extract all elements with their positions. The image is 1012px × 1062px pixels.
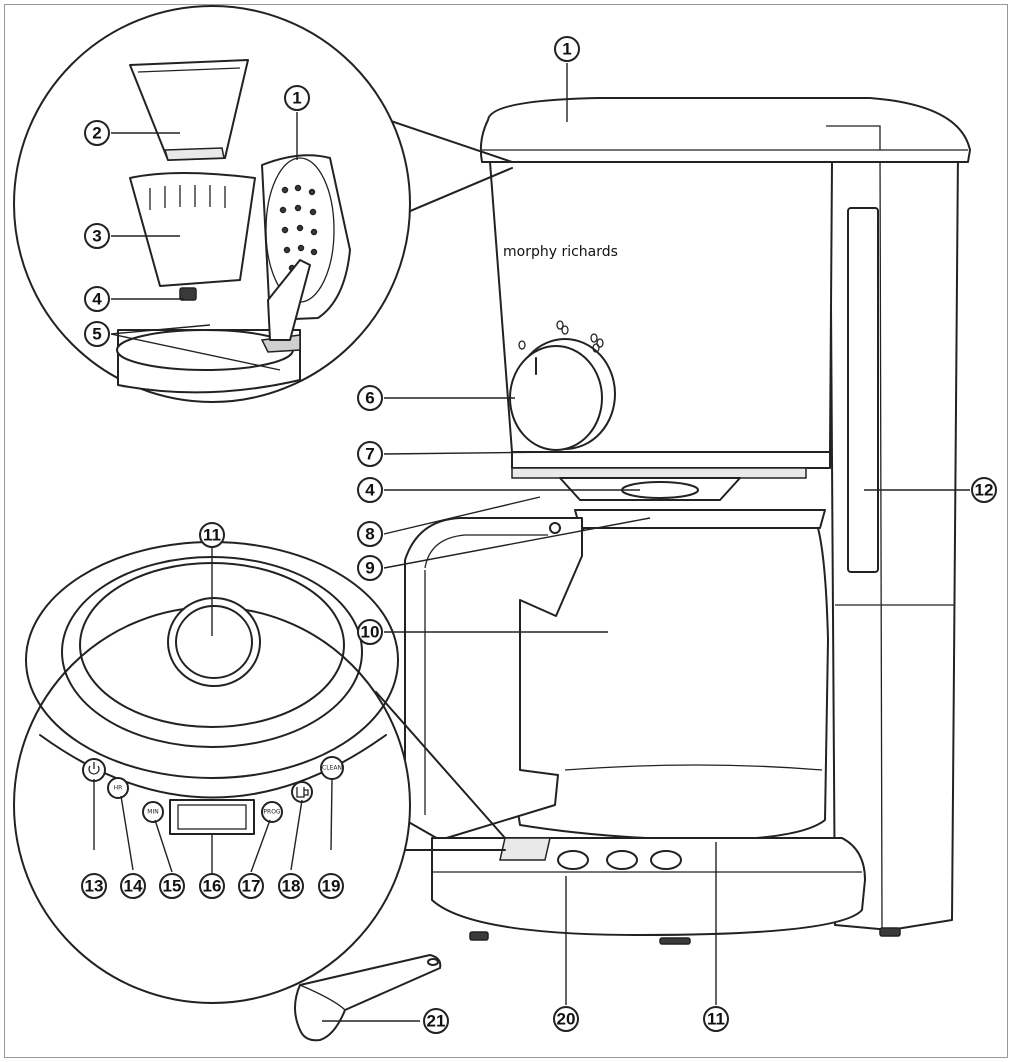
svg-text:5: 5 [92,325,101,344]
hour-button[interactable]: HR [107,777,129,799]
callout-20: 20 [553,1006,579,1032]
callout-21: 21 [423,1008,449,1034]
svg-text:7: 7 [365,445,374,464]
callout-16: 16 [199,873,225,899]
callout-15: 15 [159,873,185,899]
callout-14: 14 [120,873,146,899]
base-display [499,837,551,861]
svg-text:1: 1 [292,89,301,108]
filter-holder-rim [511,451,831,469]
svg-text:4: 4 [92,290,102,309]
callout-12: 12 [971,477,997,503]
callout-1-zoom: 1 [284,85,310,111]
clean-button-label: CLEAN [322,765,342,772]
svg-text:2: 2 [92,124,101,143]
filter-basket [129,172,256,287]
coffee-strength-icons [518,320,604,353]
coffee-maker: morphy richards [404,97,971,945]
leader-lines [93,63,970,1022]
svg-text:18: 18 [282,877,301,896]
svg-text:14: 14 [124,877,143,896]
callout-10: 10 [357,619,383,645]
svg-text:16: 16 [203,877,222,896]
callout-8: 8 [357,521,383,547]
callout-7: 7 [357,441,383,467]
callout-6: 6 [357,385,383,411]
lid [479,97,971,163]
callout-19: 19 [318,873,344,899]
callout-1-top: 1 [554,36,580,62]
callout-4-main: 4 [357,477,383,503]
brand-logo: morphy richards [503,244,618,260]
callout-13: 13 [81,873,107,899]
jug-handle[interactable] [404,517,583,841]
svg-text:19: 19 [322,877,341,896]
svg-text:21: 21 [427,1012,446,1031]
svg-text:17: 17 [242,877,261,896]
keep-warm-button[interactable] [291,781,313,803]
base-button-2[interactable] [606,850,638,870]
program-button-label: PROG [263,809,281,816]
svg-text:12: 12 [975,481,994,500]
svg-text:15: 15 [163,877,182,896]
callout-18: 18 [278,873,304,899]
clean-button[interactable]: CLEAN [320,756,344,780]
svg-text:3: 3 [92,227,101,246]
callout-3: 3 [84,223,110,249]
strength-dial[interactable] [509,338,616,451]
base-button-1[interactable] [557,850,589,870]
svg-text:20: 20 [557,1010,576,1029]
water-level-window [847,207,879,573]
lcd-display [169,799,255,835]
hotplate-base [431,837,866,936]
paper-filter [129,59,249,161]
svg-text:8: 8 [365,525,374,544]
minute-button-label: MIN [147,809,158,816]
power-icon [88,762,100,775]
svg-text:13: 13 [85,877,104,896]
minute-button[interactable]: MIN [142,801,164,823]
power-button[interactable] [82,758,106,782]
svg-text:10: 10 [361,623,380,642]
diagram-frame [4,4,1008,1058]
svg-text:11: 11 [707,1010,725,1029]
program-button[interactable]: PROG [261,801,283,823]
filter-detail-zoom [13,5,513,403]
callout-11-main: 11 [703,1006,729,1032]
keep-warm-icon [296,787,309,798]
callout-5: 5 [84,321,110,347]
hotplate-center [167,597,261,687]
callout-9: 9 [357,555,383,581]
hour-button-label: HR [114,785,123,792]
measuring-scoop [294,954,442,1042]
drip-valve-detail [179,287,197,301]
callout-17: 17 [238,873,264,899]
svg-text:6: 6 [365,389,374,408]
callout-11-zoom: 11 [199,522,225,548]
svg-text:1: 1 [562,40,571,59]
svg-text:9: 9 [365,559,374,578]
callout-2: 2 [84,120,110,146]
svg-text:4: 4 [365,481,375,500]
callout-4-zoom: 4 [84,286,110,312]
svg-text:11: 11 [203,526,221,545]
shower-head-holes [279,184,318,272]
base-button-3[interactable] [650,850,682,870]
